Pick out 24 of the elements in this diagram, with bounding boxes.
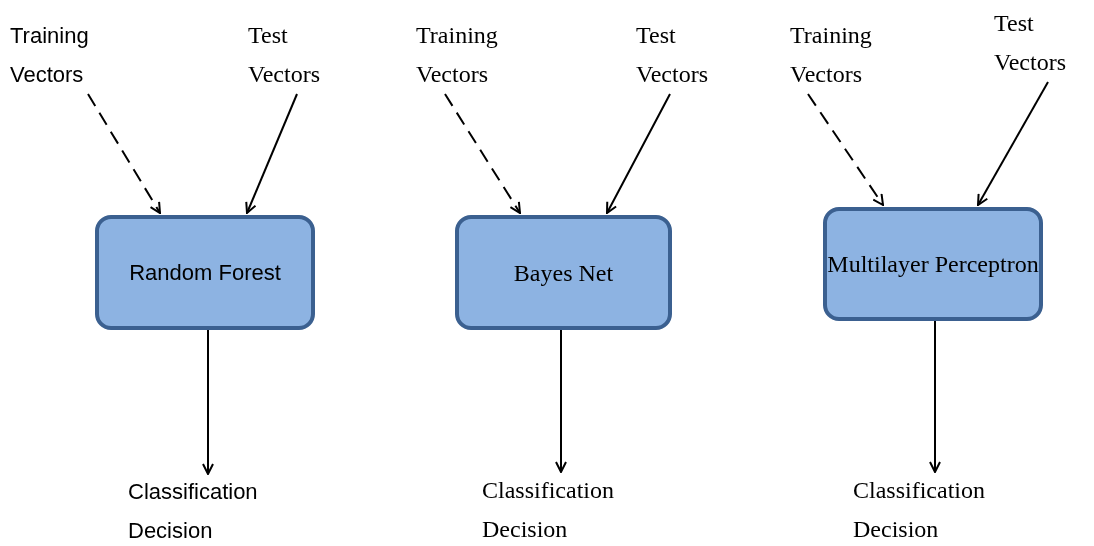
dashed-arrow xyxy=(807,93,884,206)
process-box xyxy=(455,215,672,330)
arrow xyxy=(202,329,214,475)
arrow xyxy=(977,81,1049,206)
text-label: Training Vectors xyxy=(10,22,90,89)
text-label: Classification Decision xyxy=(853,476,986,544)
dashed-arrow xyxy=(444,93,521,214)
text-label: Training Vectors xyxy=(790,21,873,89)
box-label: Multilayer Perceptron xyxy=(827,250,1039,279)
process-box xyxy=(823,207,1043,321)
dashed-arrow xyxy=(87,93,161,214)
arrow xyxy=(929,320,941,473)
box-label: Bayes Net xyxy=(513,258,614,288)
text-label: Classification Decision xyxy=(128,478,259,545)
arrow xyxy=(245,93,298,214)
arrow xyxy=(606,93,671,214)
text-label: Classification Decision xyxy=(482,476,615,544)
process-box xyxy=(95,215,315,330)
arrow xyxy=(555,329,567,473)
box-label: Random Forest xyxy=(129,258,281,287)
text-label: Test Vectors xyxy=(636,21,709,89)
text-label: Test Vectors xyxy=(994,9,1067,77)
text-label: Training Vectors xyxy=(416,21,499,89)
text-label: Test Vectors xyxy=(248,21,321,89)
